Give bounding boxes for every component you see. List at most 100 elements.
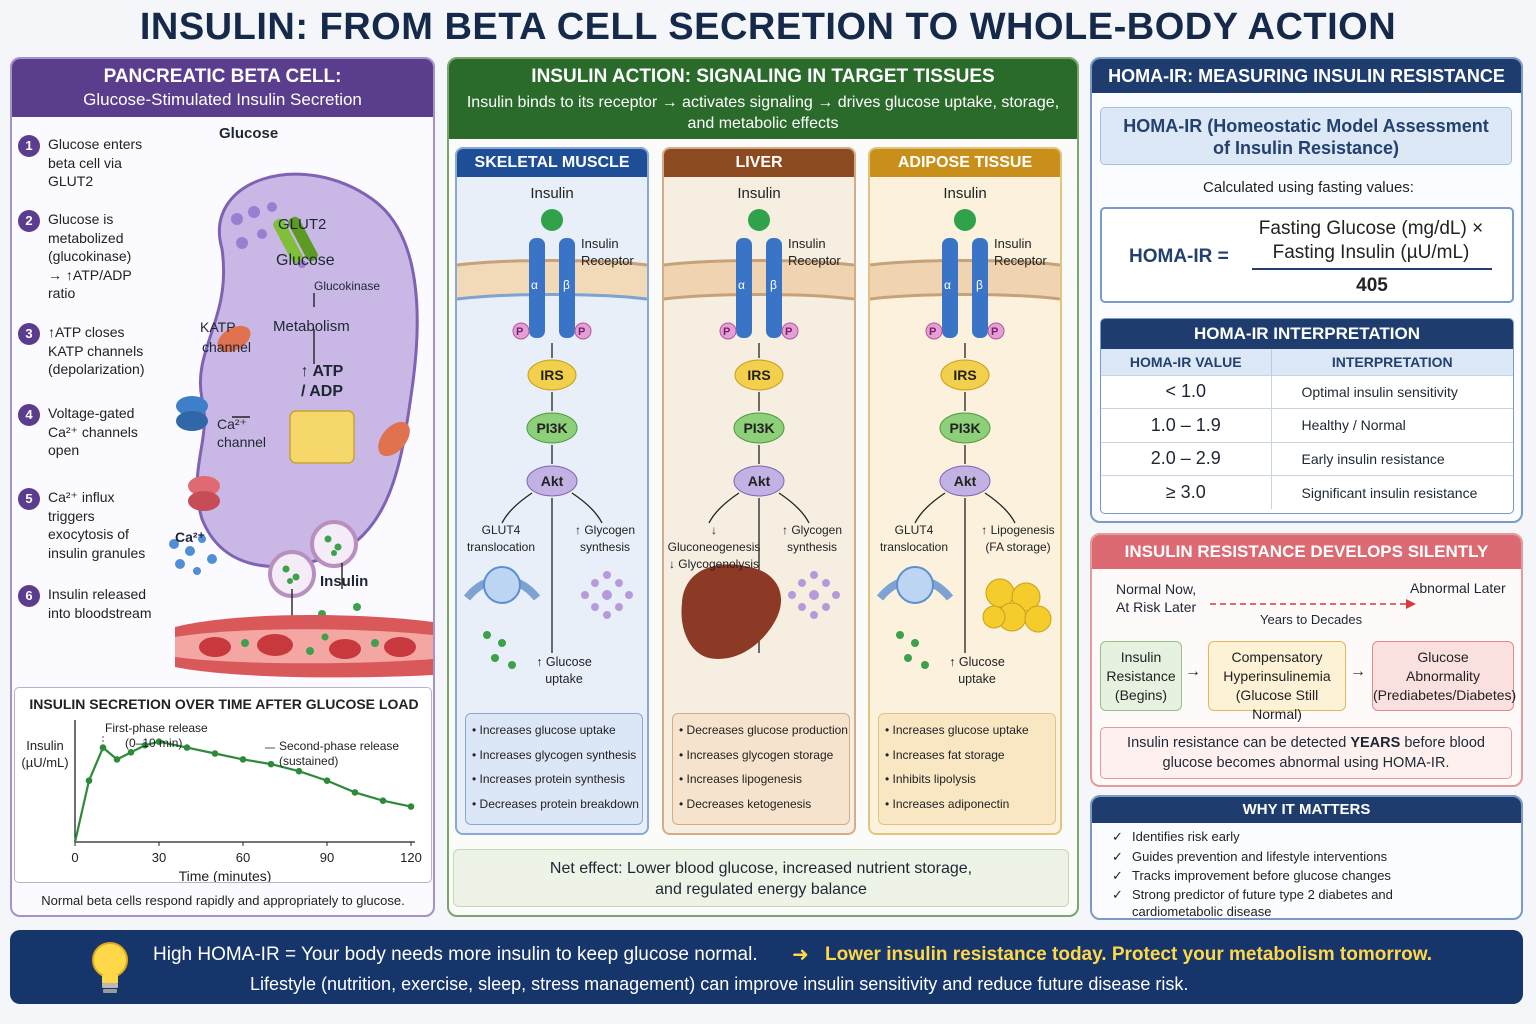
stage-line: Abnormality [1406,668,1480,684]
label-pi3k: PI3K [536,420,568,436]
stage-line: (Glucose Still Normal) [1235,687,1319,722]
data-point [407,803,415,810]
step-text: Voltage-gated Ca²⁺ channels open [48,405,138,458]
why-heading: WHY IT MATTERS [1092,797,1521,823]
homa-value: < 1.0 [1101,374,1272,409]
insulin-molecule [954,209,976,231]
homa-definition: HOMA-IR (Homeostatic Model Assessment of… [1100,107,1512,165]
page-title: INSULIN: FROM BETA CELL SECRETION TO WHO… [139,6,1397,48]
pi3k-node [733,412,785,444]
annotation-second-phase: (sustained) [279,754,338,768]
annotation-second-phase: Second-phase release [279,739,399,753]
tissue-column-0: SKELETAL MUSCLE Insulin [455,147,649,835]
step-text: Glucose enters beta cell via GLUT2 [48,136,143,189]
homa-value: 1.0 – 1.9 [1101,408,1272,442]
list-item: Increases adiponectin [885,792,1049,817]
signal-arrows [914,343,1016,653]
data-point [183,744,191,751]
formula-numerator-line-1: Fasting Glucose (mg/dL) × [1258,218,1484,239]
column-header-value: HOMA-IR VALUE [1101,349,1272,375]
chart-note: Normal beta cells respond rapidly and ap… [41,893,405,908]
fat-droplets [982,578,1052,633]
label-beta: β [770,278,777,292]
stage-line: Glucose [1417,649,1469,665]
data-point [155,738,163,745]
label-katp: KATP [200,319,236,335]
phosphate-group [512,322,530,340]
why-item: ✓Strong predictor of future type 2 diabe… [1112,886,1393,903]
timeline-arrow [1210,599,1416,609]
effect-line: synthesis [579,540,631,554]
cell-membrane [870,260,1060,299]
label-phosphate: P [578,326,586,338]
arrow-right-icon: ➜ [792,944,809,966]
list-item: Decreases protein breakdown [472,792,639,817]
label-glut2: GLUT2 [278,216,327,233]
label-akt: Akt [953,473,977,489]
homa-interpretation: Early insulin resistance [1271,441,1513,476]
phosphate-group [987,322,1005,340]
secretion-chart: INSULIN SECRETION OVER TIME AFTER GLUCOS… [14,687,432,883]
insulin-action-panel: INSULIN ACTION: SIGNALING IN TARGET TISS… [447,57,1079,917]
why-item-text: Tracks improvement before glucose change… [1132,868,1391,883]
label-phosphate: P [723,326,731,338]
x-tick-label: 60 [236,850,250,865]
step-number: 2 [18,210,40,232]
action-subheading: Insulin binds to its receptor → activate… [466,94,1060,132]
effect-line: synthesis [786,540,838,554]
footer-highlight: Lower insulin resistance today. Protect … [825,944,1433,965]
label-alpha: α [738,278,745,292]
glucose-molecules [896,631,929,669]
tissue-column-1: LIVER Insulin [662,147,856,835]
label-beta: β [976,278,983,292]
timeline-start: Normal Now, At Risk Later [1116,580,1196,616]
formula-numerator: Fasting Glucose (mg/dL) × Fasting Insuli… [1246,217,1496,265]
label-insulin: Insulin [737,185,781,202]
beta-cell-illustration [169,172,419,648]
step-1: 1 Glucose enters beta cell via GLUT2 [18,135,168,191]
stage-line: (Begins) [1114,687,1168,703]
step-text: Ca²⁺ influx triggers exocytosis of insul… [48,489,146,561]
effect-line: ↓ Gluconeogenesis [667,523,761,554]
receptor-line: Receptor [788,253,841,268]
step-text: Insulin released into bloodstream [48,586,152,621]
note-text: before blood [1400,735,1485,751]
net-effect-line-1: Net effect: Lower blood glucose, increas… [549,860,973,877]
beta-cell-heading: PANCREATIC BETA CELL: [103,66,342,87]
footer-banner: High HOMA-IR = Your body needs more insu… [10,930,1523,1004]
label-phosphate: P [929,326,937,338]
list-item: Decreases glucose production [679,718,848,743]
glycogen-cluster [788,571,840,619]
list-item: Increases glucose uptake [472,718,636,743]
effect-line: GLUT4 [894,523,934,537]
label-glucose-outside: Glucose [219,125,279,142]
label-glucose-inside: Glucose [276,252,335,269]
series-line [73,740,412,843]
why-item-text: Identifies risk early [1132,829,1240,844]
receptor-line: Insulin [788,236,826,251]
note-emphasis: YEARS [1350,735,1401,751]
effect-line: ↓ Glycogenolysis [668,557,760,571]
label-insulin: Insulin [943,185,987,202]
homa-calc-note: Calculated using fasting values: [1203,179,1414,196]
x-tick-label: 30 [152,850,166,865]
label-irs: IRS [953,367,977,383]
homa-interpretation: Optimal insulin sensitivity [1271,374,1513,409]
step-number: 1 [18,135,40,157]
stage-line: Resistance [1106,668,1176,684]
phosphate-group [781,322,799,340]
uptake-line: uptake [958,672,996,686]
label-ca-ion: Ca²⁺ [175,529,205,545]
calcium-ions [169,535,217,575]
uptake-line: ↑ Glucose [949,655,1005,669]
homa-interpretation: Healthy / Normal [1271,408,1513,442]
